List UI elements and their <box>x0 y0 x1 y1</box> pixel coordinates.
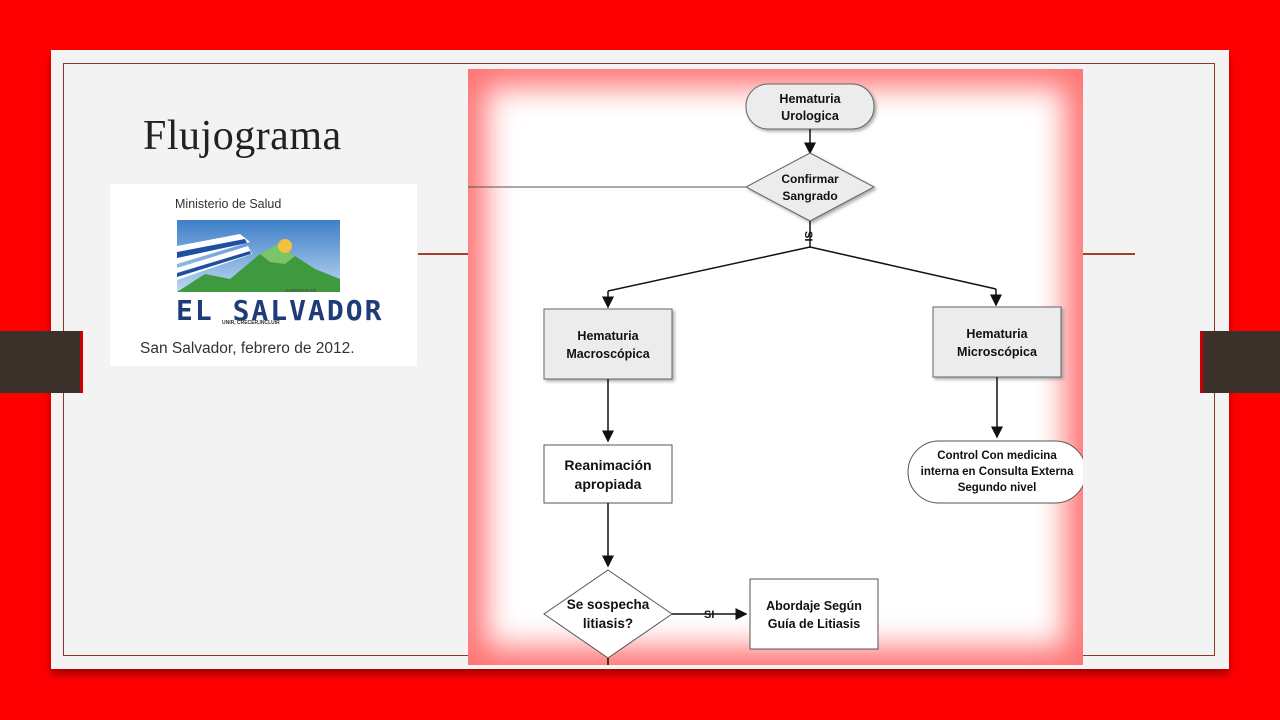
node-micro-line2: Microscópica <box>957 345 1038 359</box>
node-litiasis-line2: litiasis? <box>583 616 633 631</box>
city-date-text: San Salvador, febrero de 2012. <box>140 340 355 357</box>
edge-to-macro-diagonal <box>607 246 811 292</box>
node-hematuria-microscopica: Hematuria Microscópica <box>932 306 1062 378</box>
node-control-line3: Segundo nivel <box>958 482 1037 494</box>
el-salvador-emblem-image <box>177 220 340 292</box>
node-control-medicina-interna: Control Con medicina interna en Consulta… <box>907 440 1083 504</box>
node-confirmar-sangrado: Confirmar Sangrado <box>744 152 876 222</box>
flowchart-panel: Hematuria Urologica Confirmar Sangrado S… <box>468 69 1083 665</box>
logo-motto-text: UNIR, CRECER,INCLUIR <box>222 320 280 326</box>
node-reanimacion-line2: apropiada <box>575 476 642 492</box>
slide-title: Flujograma <box>143 113 342 159</box>
node-se-sospecha-litiasis: Se sospecha litiasis? <box>543 569 673 659</box>
ministry-logo: Ministerio de Salud GOBIERNO DE EL SALVA… <box>110 184 417 366</box>
node-reanimacion-line1: Reanimación <box>564 457 651 473</box>
node-litiasis-line1: Se sospecha <box>567 597 650 612</box>
node-hematuria-macroscopica: Hematuria Macroscópica <box>543 308 673 380</box>
edge-to-micro-diagonal <box>809 246 997 290</box>
node-abordaje-guia-litiasis: Abordaje Según Guía de Litiasis <box>749 578 879 650</box>
edge-label-si-2: SI <box>704 609 714 621</box>
node-reanimacion-apropiada: Reanimación apropiada <box>543 444 673 504</box>
node-macro-line2: Macroscópica <box>566 347 650 361</box>
node-abordaje-line1: Abordaje Según <box>766 599 862 613</box>
logo-gobierno-text: GOBIERNO DE <box>285 288 317 293</box>
node-control-line1: Control Con medicina <box>937 450 1057 462</box>
node-macro-line1: Hematuria <box>577 329 639 343</box>
node-hematuria-urologica-line2: Urologica <box>781 109 840 123</box>
node-abordaje-line2: Guía de Litiasis <box>768 617 860 631</box>
node-control-line2: interna en Consulta Externa <box>921 466 1074 478</box>
node-confirmar-sangrado-line1: Confirmar <box>781 172 839 186</box>
title-rule-right <box>1083 253 1135 255</box>
title-rule-left <box>418 253 470 255</box>
node-micro-line1: Hematuria <box>966 327 1028 341</box>
edge-label-si-1: SI <box>802 231 814 241</box>
right-side-tab <box>1200 331 1280 393</box>
left-side-tab <box>0 331 83 393</box>
node-hematuria-urologica: Hematuria Urologica <box>745 83 875 130</box>
logo-ministry-text: Ministerio de Salud <box>175 197 282 211</box>
logo-brand-text: EL SALVADOR <box>176 294 384 327</box>
node-hematuria-urologica-line1: Hematuria <box>779 92 841 106</box>
node-confirmar-sangrado-line2: Sangrado <box>782 189 837 203</box>
